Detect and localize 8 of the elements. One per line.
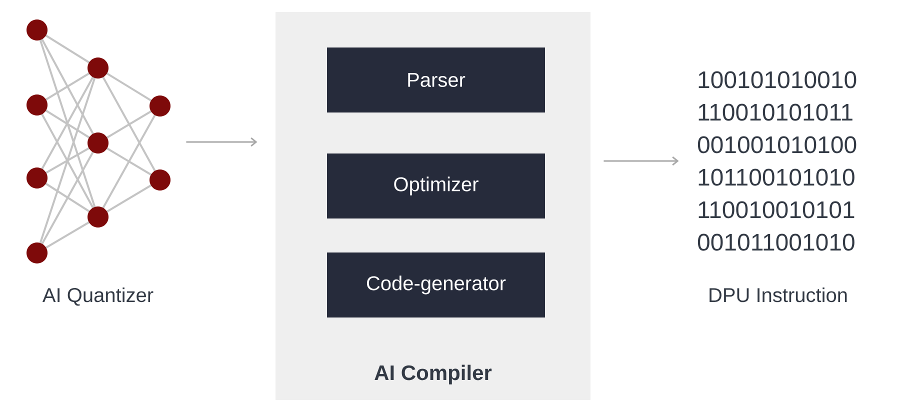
arrow [186, 137, 258, 147]
arrow [604, 156, 679, 166]
process-box: Optimizer [327, 154, 545, 218]
process-box: Code-generator [327, 252, 545, 318]
binary-code: 100101010010 110010101011 001001010100 101100101010 110010010101 001011001010 [698, 71, 856, 251]
node-label: DPU Instruction [710, 288, 847, 302]
process-box: Parser [327, 48, 545, 112]
node-label: AI Quantizer [42, 288, 154, 306]
